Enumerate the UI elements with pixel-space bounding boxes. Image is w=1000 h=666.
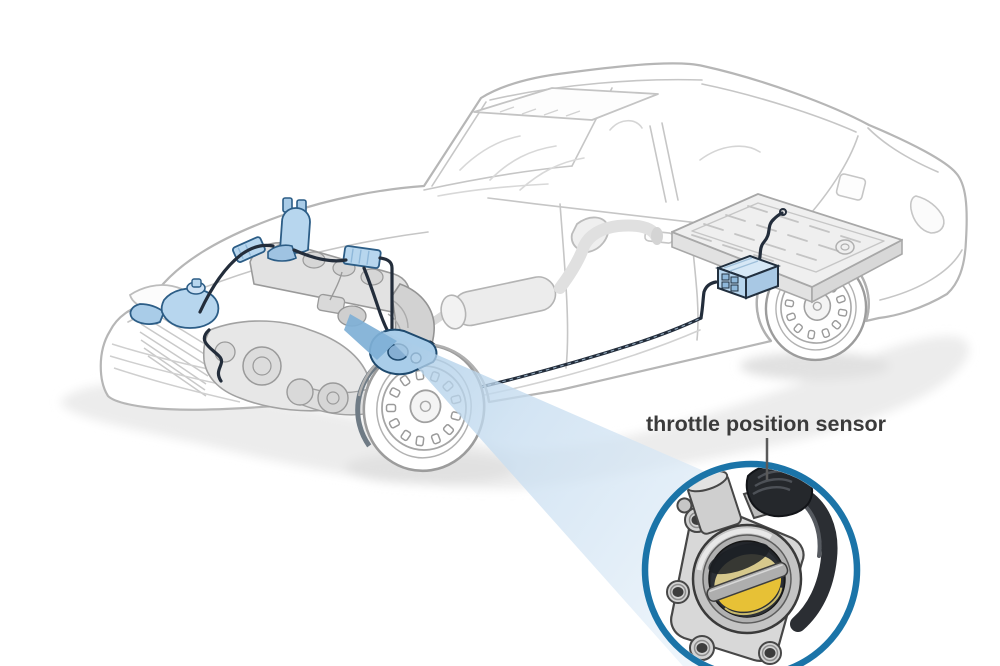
battery-pack xyxy=(671,193,903,304)
exhaust-system xyxy=(417,219,663,334)
throttle-neck xyxy=(676,470,742,535)
throttle-body xyxy=(666,467,838,665)
callout-label: throttle position sensor xyxy=(646,412,887,436)
ecu-module xyxy=(715,254,781,300)
front-sensor xyxy=(129,278,220,329)
inset-circle xyxy=(641,460,861,666)
inset-circle-border xyxy=(641,460,861,666)
cam-sensor xyxy=(267,197,311,262)
throttle-valve xyxy=(706,542,789,617)
sunroof xyxy=(473,87,659,121)
connector-right xyxy=(342,245,382,269)
sensor-arm xyxy=(790,486,838,632)
